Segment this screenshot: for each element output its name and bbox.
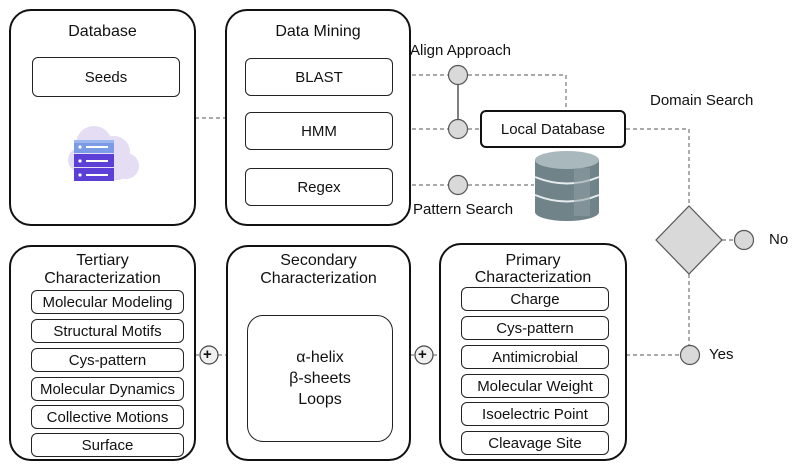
tertiary-panel: Tertiary Characterization Molecular Mode… (9, 245, 196, 461)
molecular-modeling-box: Molecular Modeling (31, 290, 184, 314)
molecular-weight-box: Molecular Weight (461, 374, 609, 398)
charge-box: Charge (461, 287, 609, 311)
no-label: No (769, 231, 789, 248)
cys-pattern-box-tertiary: Cys-pattern (31, 348, 184, 372)
blast-box: BLAST (245, 58, 393, 96)
pattern-node (447, 174, 469, 196)
yes-node (679, 344, 701, 366)
database-cylinder-icon (534, 151, 600, 221)
yes-label: Yes (709, 346, 734, 363)
decision-diamond (655, 205, 723, 275)
collective-motions-box: Collective Motions (31, 405, 184, 429)
align-node-bottom (447, 118, 469, 140)
surface-box: Surface (31, 433, 184, 457)
loops-label: Loops (298, 391, 342, 408)
tertiary-title-line2: Characterization (44, 270, 161, 287)
pattern-search-label: Pattern Search (413, 201, 514, 218)
database-title: Database (68, 23, 137, 40)
data-mining-title: Data Mining (275, 23, 361, 40)
isoelectric-point-box: Isoelectric Point (461, 402, 609, 426)
local-database-box: Local Database (480, 110, 626, 148)
cys-pattern-box-primary: Cys-pattern (461, 316, 609, 340)
cleavage-site-box: Cleavage Site (461, 431, 609, 455)
primary-title-line1: Primary (505, 252, 561, 269)
molecular-dynamics-box: Molecular Dynamics (31, 377, 184, 401)
structural-motifs-box: Structural Motifs (31, 319, 184, 343)
tertiary-title-line1: Tertiary (76, 252, 129, 269)
antimicrobial-box: Antimicrobial (461, 345, 609, 369)
seeds-box: Seeds (32, 57, 180, 97)
align-node-top (447, 64, 469, 86)
secondary-structure-box: α-helix β-sheets Loops (247, 315, 393, 442)
regex-box: Regex (245, 168, 393, 206)
primary-panel: Primary Characterization Charge Cys-patt… (439, 243, 627, 461)
database-panel: Database Seeds (9, 9, 196, 226)
secondary-panel: Secondary Characterization α-helix β-she… (226, 245, 411, 461)
no-node (733, 229, 755, 251)
beta-sheets-label: β-sheets (289, 370, 351, 387)
secondary-title-line1: Secondary (280, 252, 357, 269)
align-approach-label: Align Approach (410, 42, 511, 59)
plus-icon-right: + (418, 346, 427, 363)
alpha-helix-label: α-helix (296, 349, 344, 366)
primary-title-line2: Characterization (474, 269, 592, 286)
plus-icon-left: + (203, 346, 212, 363)
secondary-title-line2: Characterization (260, 270, 377, 287)
data-mining-panel: Data Mining BLAST HMM Regex (225, 9, 411, 226)
hmm-box: HMM (245, 112, 393, 150)
domain-search-label: Domain Search (650, 92, 754, 109)
cloud-server-icon (68, 126, 139, 181)
